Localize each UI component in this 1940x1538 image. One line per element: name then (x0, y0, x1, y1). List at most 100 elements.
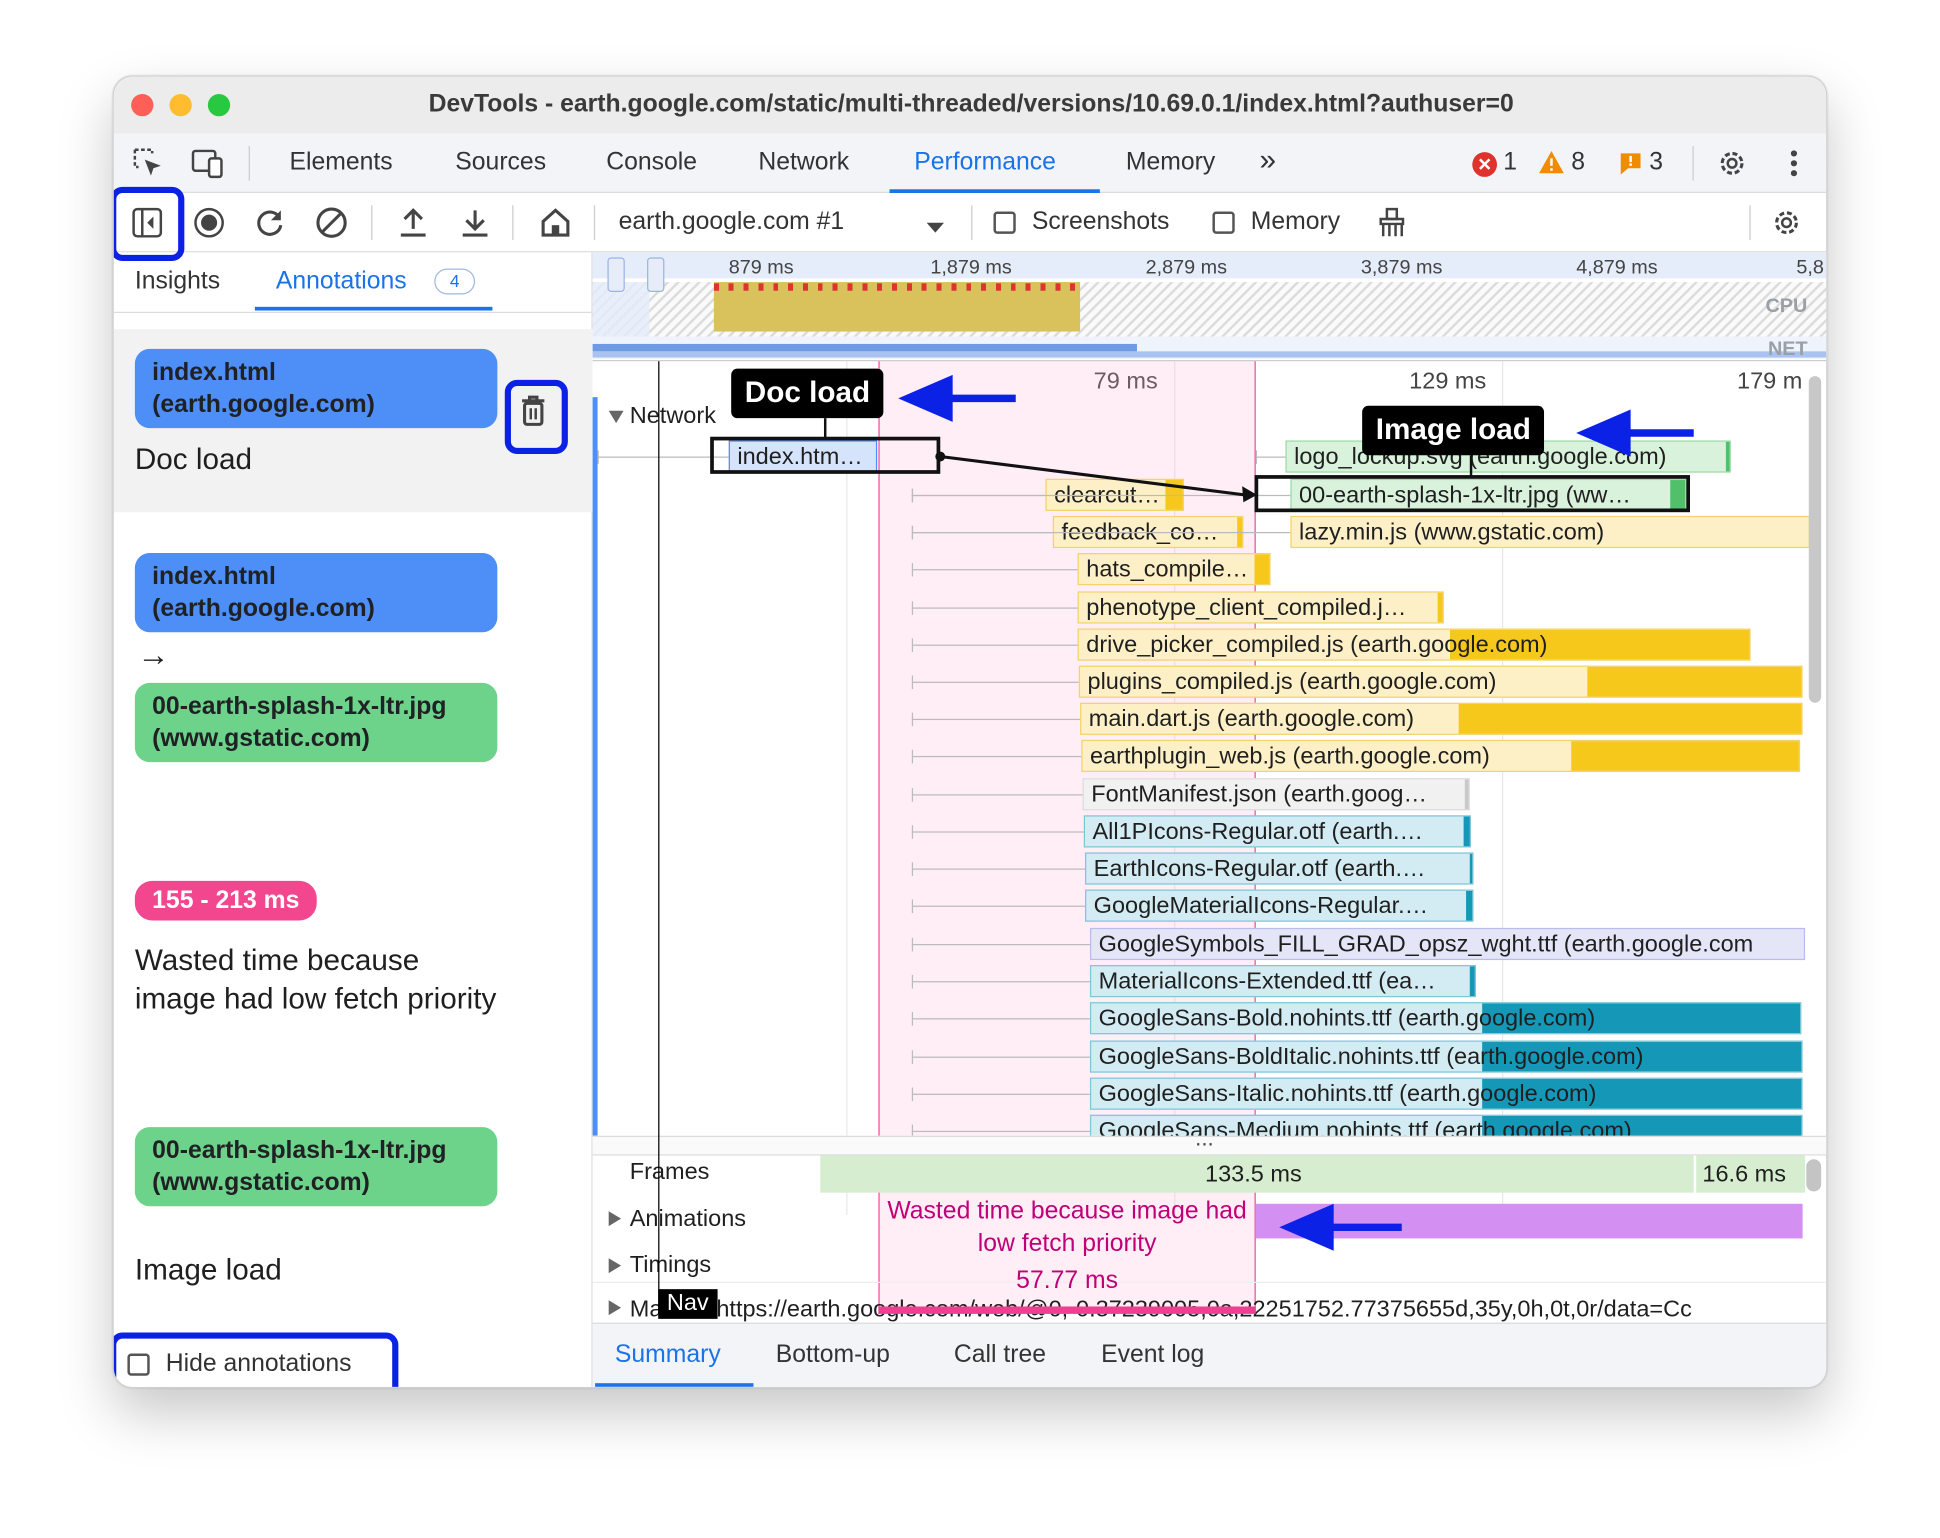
reload-record-icon[interactable] (252, 205, 287, 240)
range-handle-left[interactable] (607, 257, 625, 292)
inspect-element-icon[interactable] (131, 146, 166, 181)
garbage-collect-icon[interactable] (1375, 205, 1410, 240)
annotation-entry-image[interactable]: 00-earth-splash-1x-ltr.jpg (www.gstatic.… (134, 1127, 498, 1207)
close-window-button[interactable] (131, 94, 154, 117)
zoom-window-button[interactable] (207, 94, 231, 117)
tab-elements[interactable]: Elements (289, 148, 393, 176)
tab-annotations[interactable]: Annotations (275, 267, 407, 295)
chevron-down-icon[interactable] (925, 218, 945, 240)
warning-count: 8 (1571, 148, 1586, 176)
network-request-bar[interactable]: GoogleMaterialIcons-Regular.… (1085, 889, 1474, 922)
tab-sources[interactable]: Sources (455, 148, 547, 176)
doc-load-callout[interactable]: Doc load (731, 368, 884, 419)
clear-icon[interactable] (314, 205, 349, 240)
tab-call-tree[interactable]: Call tree (953, 1341, 1047, 1369)
memory-checkbox[interactable] (1212, 211, 1235, 234)
main-track-label[interactable]: Ma (629, 1296, 663, 1322)
network-request-bar[interactable]: FontManifest.json (earth.goog… (1082, 778, 1470, 811)
network-request-bar[interactable]: 00-earth-splash-1x-ltr.jpg (ww… (1290, 478, 1687, 511)
annotations-count-badge: 4 (434, 268, 476, 295)
nav-marker-label[interactable]: Nav (658, 1289, 718, 1319)
timings-track-label[interactable]: Timings (629, 1252, 712, 1279)
request-wait-cap (597, 450, 599, 464)
request-download-segment (1482, 1003, 1801, 1034)
network-scrollbar[interactable] (1808, 376, 1822, 703)
timeline-overview[interactable]: 879 ms 1,879 ms 2,879 ms 3,879 ms 4,879 … (592, 252, 1827, 362)
annotation-range[interactable]: 155 - 213 ms (134, 880, 317, 921)
network-request-bar[interactable]: MaterialIcons-Extended.ttf (ea… (1089, 965, 1476, 998)
range-bar[interactable] (878, 1306, 1256, 1314)
request-wait-cap (911, 1012, 914, 1026)
animations-track-label[interactable]: Animations (629, 1206, 747, 1233)
active-tab-indicator (254, 306, 493, 311)
recording-select[interactable]: earth.google.com #1 (618, 207, 845, 236)
annotations-sidebar: Insights Annotations 4 index.html (earth… (113, 252, 593, 1387)
request-wait-line (911, 644, 1078, 646)
track-resizer[interactable] (592, 1135, 1827, 1156)
range-handle-right[interactable] (647, 257, 665, 292)
frames-track-label[interactable]: Frames (629, 1159, 710, 1186)
settings-gear-icon[interactable] (1715, 146, 1750, 181)
tab-insights[interactable]: Insights (134, 267, 221, 295)
network-request-bar[interactable]: GoogleSans-Bold.nohints.ttf (earth.googl… (1089, 1002, 1802, 1035)
request-wait-cap (911, 825, 914, 839)
device-toolbar-icon[interactable] (191, 146, 226, 181)
minimize-window-button[interactable] (169, 94, 192, 117)
network-request-bar[interactable]: plugins_compiled.js (earth.google.com) (1078, 665, 1803, 698)
tab-performance[interactable]: Performance (914, 148, 1056, 176)
cpu-label: CPU (1765, 295, 1808, 317)
network-request-bar[interactable]: GoogleSans-BoldItalic.nohints.ttf (earth… (1089, 1040, 1803, 1073)
annotation-label-wasted-time[interactable]: Wasted time because image had low fetch … (134, 943, 497, 1016)
tab-summary[interactable]: Summary (614, 1341, 721, 1369)
network-request-bar[interactable]: phenotype_client_compiled.j… (1077, 591, 1444, 624)
more-options-icon[interactable] (1777, 146, 1812, 181)
request-label: FontManifest.json (earth.goog… (1091, 781, 1428, 808)
network-request-bar[interactable]: hats_compile… (1077, 553, 1271, 586)
network-request-bar[interactable]: All1PIcons-Regular.otf (earth.… (1083, 815, 1472, 848)
network-track-label[interactable]: Network (629, 403, 716, 430)
network-request-bar[interactable]: GoogleSans-Italic.nohints.ttf (earth.goo… (1089, 1077, 1803, 1110)
frame-bar[interactable] (1693, 1155, 1806, 1193)
network-request-bar[interactable]: GoogleSymbols_FILL_GRAD_opsz_wght.ttf (e… (1089, 927, 1806, 961)
record-icon[interactable] (192, 205, 227, 240)
request-download-segment (1463, 816, 1470, 847)
request-wait-line (1255, 456, 1286, 458)
network-expand-icon[interactable] (607, 408, 624, 430)
tab-bottom-up[interactable]: Bottom-up (775, 1341, 890, 1369)
network-request-bar[interactable]: drive_picker_compiled.js (earth.google.c… (1077, 628, 1751, 661)
network-request-bar[interactable]: index.htm… (728, 440, 878, 473)
annotation-link-from[interactable]: index.html (earth.google.com) (134, 553, 498, 633)
warning-icon[interactable] (1538, 150, 1565, 181)
image-load-callout[interactable]: Image load (1362, 405, 1545, 456)
image-entry-annotation-box (1254, 475, 1691, 513)
network-request-bar[interactable]: earthplugin_web.js (earth.google.com) (1081, 739, 1801, 773)
upload-icon[interactable] (396, 205, 431, 240)
capture-settings-gear-icon[interactable] (1769, 205, 1804, 240)
home-icon[interactable] (538, 205, 573, 240)
annotation-label-doc-load[interactable]: Doc load (134, 442, 253, 477)
issues-icon[interactable] (1618, 151, 1643, 182)
request-wait-line (911, 981, 1090, 983)
animation-bar[interactable] (1255, 1203, 1803, 1239)
network-request-bar[interactable]: main.dart.js (earth.google.com) (1080, 702, 1803, 735)
network-request-bar[interactable]: EarthIcons-Regular.otf (earth.… (1085, 852, 1474, 885)
frame-bar[interactable] (820, 1155, 1694, 1193)
tab-network[interactable]: Network (758, 148, 850, 176)
download-icon[interactable] (458, 205, 493, 240)
tab-event-log[interactable]: Event log (1101, 1341, 1205, 1369)
screenshots-checkbox[interactable] (993, 211, 1016, 234)
error-icon[interactable]: ✕ (1472, 152, 1498, 177)
more-tabs-button[interactable]: » (1259, 143, 1276, 177)
timings-expand-icon[interactable] (607, 1257, 622, 1281)
toggle-sidebar-icon[interactable] (130, 205, 165, 240)
hide-annotations-checkbox[interactable] (127, 1353, 150, 1376)
main-expand-icon[interactable] (607, 1299, 622, 1323)
vertical-scrollbar[interactable] (1806, 1159, 1822, 1192)
annotation-label-image-load[interactable]: Image load (134, 1253, 282, 1287)
animations-expand-icon[interactable] (607, 1210, 622, 1234)
annotation-link-to[interactable]: 00-earth-splash-1x-ltr.jpg (www.gstatic.… (134, 682, 498, 763)
trash-icon[interactable] (516, 393, 551, 428)
network-request-bar[interactable]: lazy.min.js (www.gstatic.com) (1290, 515, 1811, 549)
tab-console[interactable]: Console (606, 148, 698, 176)
tab-memory[interactable]: Memory (1125, 148, 1216, 176)
